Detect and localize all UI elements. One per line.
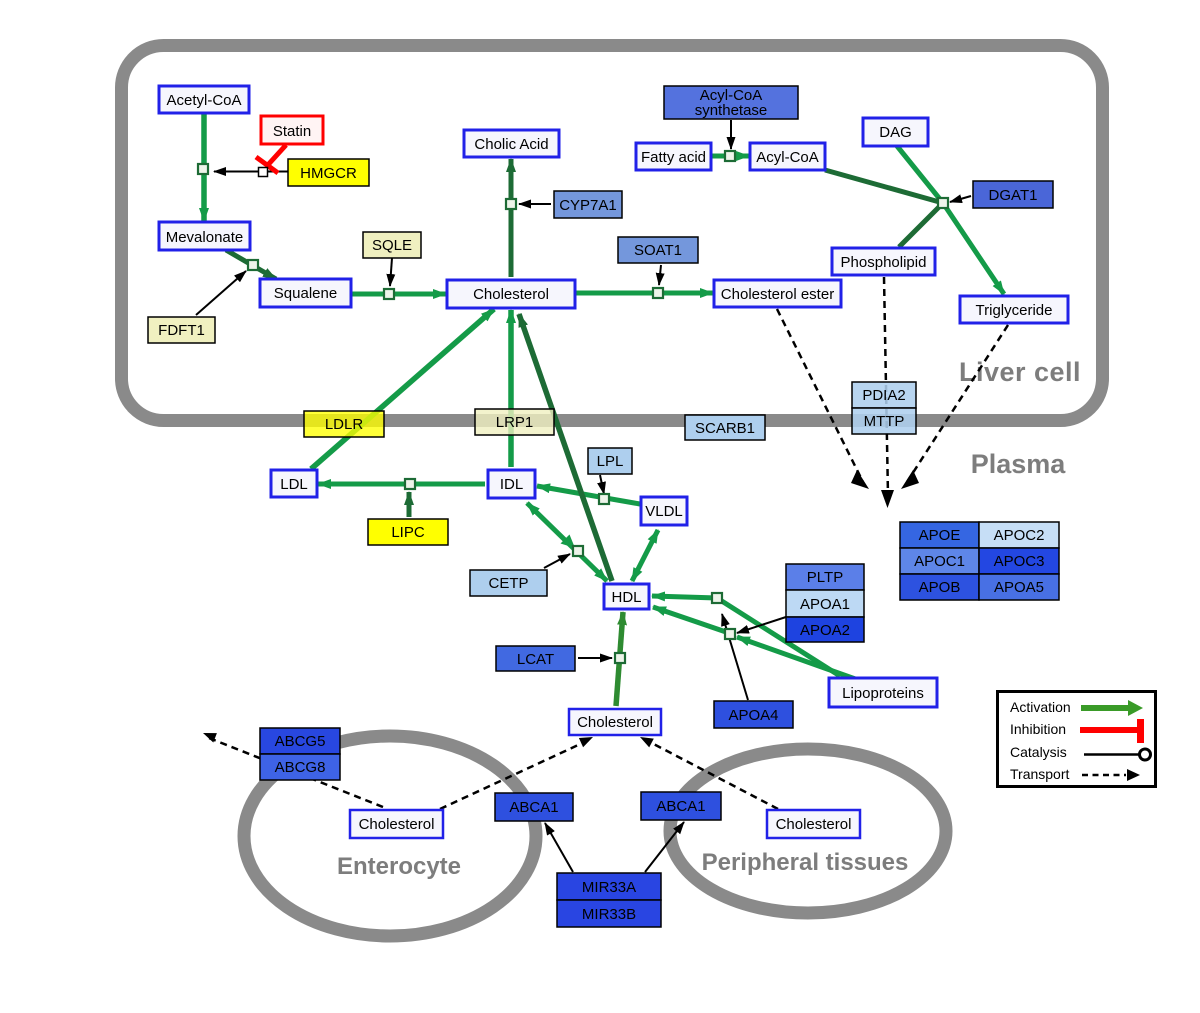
- svg-text:ABCA1: ABCA1: [656, 798, 705, 815]
- svg-text:Cholesterol: Cholesterol: [776, 816, 852, 833]
- svg-text:PDIA2: PDIA2: [862, 387, 905, 404]
- svg-text:APOA4: APOA4: [728, 707, 778, 724]
- svg-text:PLTP: PLTP: [807, 569, 843, 586]
- svg-text:Liver cell: Liver cell: [959, 357, 1081, 387]
- svg-text:Cholic Acid: Cholic Acid: [474, 136, 548, 153]
- svg-text:Statin: Statin: [273, 123, 311, 140]
- svg-text:ABCG5: ABCG5: [275, 733, 326, 750]
- svg-text:Acyl-CoA: Acyl-CoA: [756, 149, 819, 166]
- svg-text:LPL: LPL: [597, 453, 624, 470]
- svg-text:MIR33A: MIR33A: [582, 879, 636, 896]
- svg-text:IDL: IDL: [500, 476, 523, 493]
- svg-text:LDLR: LDLR: [325, 416, 364, 433]
- svg-text:MTTP: MTTP: [864, 413, 905, 430]
- svg-text:Activation: Activation: [1010, 699, 1071, 715]
- svg-text:LCAT: LCAT: [517, 651, 554, 668]
- svg-text:APOB: APOB: [919, 579, 961, 596]
- svg-text:Transport: Transport: [1010, 766, 1070, 782]
- svg-text:Inhibition: Inhibition: [1010, 721, 1066, 737]
- svg-text:ABCG8: ABCG8: [275, 759, 326, 776]
- svg-text:SQLE: SQLE: [372, 237, 412, 254]
- svg-text:MIR33B: MIR33B: [582, 906, 636, 923]
- svg-text:Cholesterol: Cholesterol: [473, 286, 549, 303]
- svg-text:Fatty acid: Fatty acid: [641, 149, 706, 166]
- svg-text:Catalysis: Catalysis: [1010, 744, 1067, 760]
- svg-text:LRP1: LRP1: [496, 414, 534, 431]
- svg-text:Acetyl-CoA: Acetyl-CoA: [166, 92, 241, 109]
- svg-text:APOC2: APOC2: [994, 527, 1045, 544]
- svg-text:APOC1: APOC1: [914, 553, 965, 570]
- svg-text:LIPC: LIPC: [391, 524, 425, 541]
- svg-text:VLDL: VLDL: [645, 503, 683, 520]
- svg-text:Cholesterol ester: Cholesterol ester: [721, 286, 834, 303]
- svg-text:CYP7A1: CYP7A1: [559, 197, 617, 214]
- svg-text:Squalene: Squalene: [274, 285, 337, 302]
- svg-text:ABCA1: ABCA1: [509, 799, 558, 816]
- svg-text:Lipoproteins: Lipoproteins: [842, 685, 924, 702]
- svg-text:APOE: APOE: [919, 527, 961, 544]
- svg-text:APOA2: APOA2: [800, 622, 850, 639]
- svg-text:APOA1: APOA1: [800, 596, 850, 613]
- svg-text:HDL: HDL: [611, 589, 641, 606]
- svg-text:Cholesterol: Cholesterol: [359, 816, 435, 833]
- svg-text:HMGCR: HMGCR: [300, 165, 357, 182]
- svg-text:APOC3: APOC3: [994, 553, 1045, 570]
- svg-text:DGAT1: DGAT1: [989, 187, 1038, 204]
- svg-text:CETP: CETP: [488, 575, 528, 592]
- svg-text:SOAT1: SOAT1: [634, 242, 682, 259]
- svg-text:APOA5: APOA5: [994, 579, 1044, 596]
- svg-text:SCARB1: SCARB1: [695, 420, 755, 437]
- svg-text:Phospholipid: Phospholipid: [841, 254, 927, 271]
- svg-text:DAG: DAG: [879, 124, 912, 141]
- svg-text:Cholesterol: Cholesterol: [577, 714, 653, 731]
- svg-text:Plasma: Plasma: [971, 449, 1067, 479]
- svg-text:Peripheral tissues: Peripheral tissues: [702, 849, 909, 876]
- svg-text:Acyl-CoA: Acyl-CoA: [700, 87, 763, 104]
- svg-text:Enterocyte: Enterocyte: [337, 853, 461, 880]
- svg-text:FDFT1: FDFT1: [158, 322, 205, 339]
- svg-text:LDL: LDL: [280, 476, 308, 493]
- svg-text:Mevalonate: Mevalonate: [166, 229, 244, 246]
- svg-text:synthetase: synthetase: [695, 102, 768, 119]
- svg-text:Triglyceride: Triglyceride: [976, 302, 1053, 319]
